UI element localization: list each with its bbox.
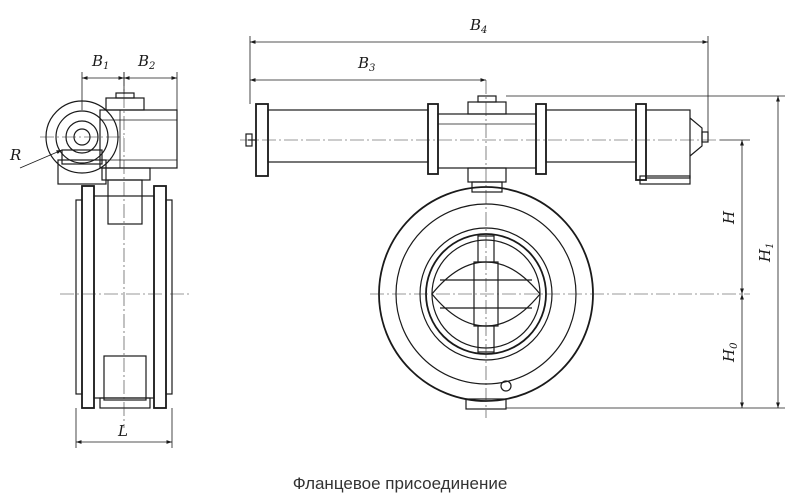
label-b3: B3	[357, 54, 375, 74]
label-h0: H0	[720, 342, 740, 363]
label-r: R	[9, 146, 21, 164]
front-view	[240, 80, 750, 418]
label-h1: H1	[756, 243, 776, 263]
label-b4: B4	[469, 16, 487, 36]
label-b1: B1	[91, 52, 109, 72]
drawing-caption: Фланцевое присоединение	[292, 474, 508, 493]
label-l: L	[117, 422, 128, 440]
label-h: H	[720, 210, 738, 225]
side-view	[40, 72, 190, 428]
label-b2: B2	[137, 52, 155, 72]
dimension-lines	[19, 36, 785, 448]
